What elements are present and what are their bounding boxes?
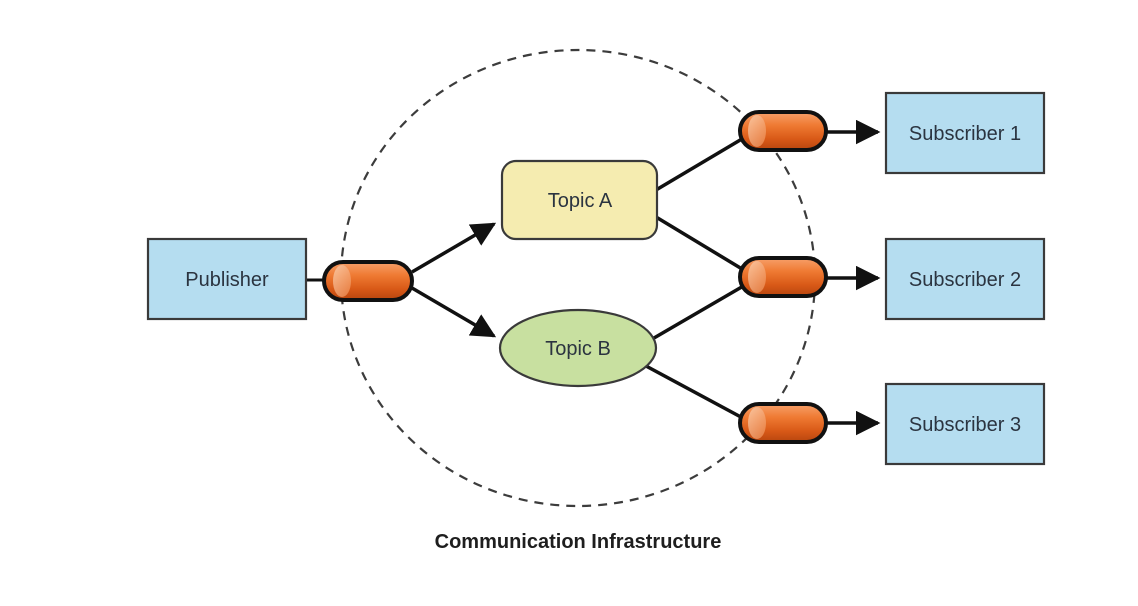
connector-topic-a-to-sub2 xyxy=(655,215,753,277)
diagram-caption: Communication Infrastructure xyxy=(435,531,722,553)
subscriber-1-node: Subscriber 1 xyxy=(884,91,1046,175)
subscriber-3-label: Subscriber 3 xyxy=(909,414,1021,436)
publisher-channel-pipe xyxy=(322,260,414,302)
subscriber-2-channel-pipe xyxy=(738,256,828,298)
topic-b-label: Topic B xyxy=(545,338,611,360)
topic-a-node: Topic A xyxy=(500,159,659,241)
connector-topic-b-to-sub3 xyxy=(645,364,753,425)
publisher-node: Publisher xyxy=(146,237,308,321)
arrow-to-topic-b xyxy=(411,286,497,338)
publisher-label: Publisher xyxy=(185,269,269,291)
connector-topic-a-to-sub1 xyxy=(655,131,753,192)
subscriber-1-channel-pipe xyxy=(738,110,828,152)
topic-a-label: Topic A xyxy=(548,190,613,212)
arrow-to-topic-a xyxy=(411,222,497,274)
subscriber-3-node: Subscriber 3 xyxy=(884,382,1046,466)
subscriber-2-label: Subscriber 2 xyxy=(909,269,1021,291)
subscriber-1-label: Subscriber 1 xyxy=(909,123,1021,145)
topic-b-node: Topic B xyxy=(498,308,658,388)
subscriber-3-channel-pipe xyxy=(738,402,828,444)
subscriber-2-node: Subscriber 2 xyxy=(884,237,1046,321)
connector-topic-b-to-sub2 xyxy=(653,279,753,340)
